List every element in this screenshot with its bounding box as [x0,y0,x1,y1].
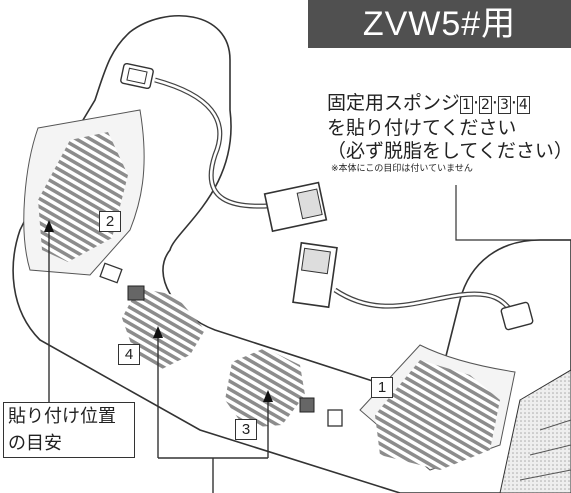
sponge-area-3 [225,348,305,428]
sponge-area-1 [375,360,500,470]
note-num-3: 3 [497,96,511,114]
cable-harness-upper [120,62,328,233]
note-num-2: 2 [478,96,492,114]
model-title-banner: ZVW5#用 [308,0,571,48]
note-sep-3: · [510,92,517,114]
note-sep-1: · [472,92,479,114]
position-label-2: 2 [99,211,121,232]
position-label-1: 1 [371,377,393,398]
position-label-3: 3 [235,419,257,440]
note-line-2: を貼り付けてください [327,117,517,139]
arrow-marker-2 [44,220,54,402]
note-prefix: 固定用スポンジ [327,92,461,114]
note-line-4: ※本体にこの目印は付いていません [331,164,473,174]
clip-left [99,262,123,284]
clip-right [327,409,343,427]
note-line-3: （必ず脱脂をしてください） [327,140,571,162]
clip-bracket-left [127,285,145,301]
guide-line-1: 貼り付け位置 [8,406,116,427]
note-sep-2: · [491,92,498,114]
note-num-1: 1 [460,96,473,114]
sponge-area-4 [122,288,205,370]
cable-harness-lower [292,241,534,331]
guide-line-2: の目安 [8,433,62,454]
clip-bracket-right [299,397,315,413]
note-leader-line [455,185,571,241]
position-guide-label: 貼り付け位置 の目安 [3,402,135,458]
arrow-marker-4 [153,326,163,458]
arrow-marker-3 [263,390,273,458]
detail-corner [499,369,571,493]
position-label-4: 4 [118,344,140,365]
note-num-4: 4 [516,96,530,114]
